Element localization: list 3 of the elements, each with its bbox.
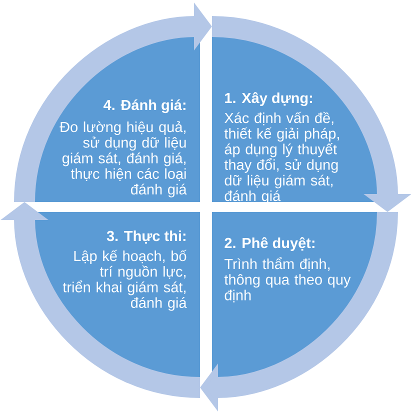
pie-wedge: 4. Đánh giá: Đo lường hiệu quả, sử dụng dữ liệu giám sát, đánh giá, thực hiện các loại đánh giá bbox=[19, 21, 200, 202]
pie-wedge: 3. Thực thi: Lập kế hoạch, bố trí nguồn lực, triển khai giám sát, đánh giá bbox=[19, 212, 200, 393]
pie-wedge: 2. Phê duyệt: Trình thẩm định, thông qua theo quy định bbox=[212, 212, 393, 393]
